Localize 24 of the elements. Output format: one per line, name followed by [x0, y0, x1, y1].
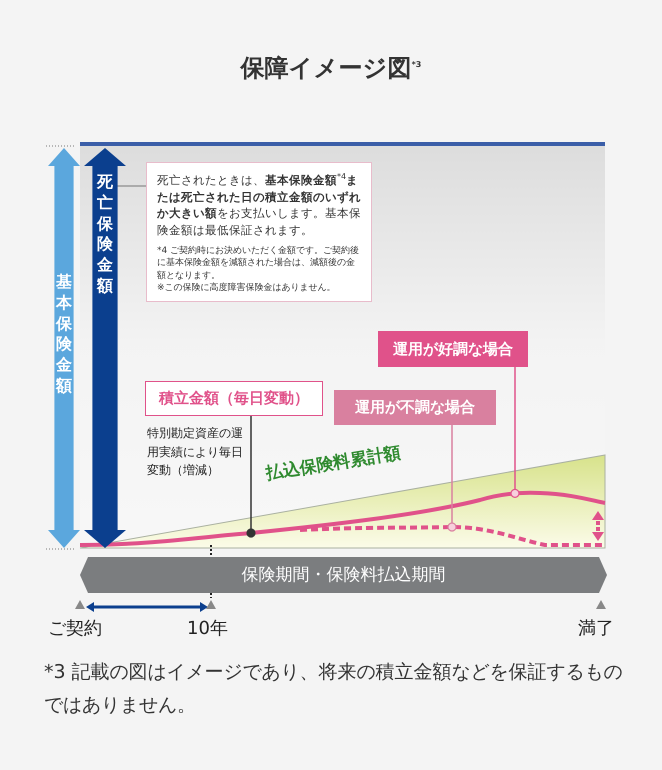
- area-label: 払込保険料累計額: [264, 442, 402, 485]
- leader-line: [447, 425, 457, 532]
- vertical-label: 基本保険金額: [56, 272, 72, 397]
- case-label-box: 運用が不調な場合: [334, 390, 496, 425]
- case-label-box: 運用が好調な場合: [378, 331, 528, 367]
- leader-line: [510, 367, 520, 498]
- leader-line: [246, 416, 256, 538]
- vertical-label: 死亡保険金額: [96, 172, 114, 297]
- title: 保障イメージ図$^{*3}$: [238, 53, 422, 84]
- footnote-text: *4 ご契約時にお決めいただく金額です。ご契約後に基本保険金額を減額された場合は、減額後の金額となります。: [157, 244, 360, 282]
- amount-indicator: [84, 148, 126, 548]
- axis-label: ご契約: [48, 617, 102, 640]
- axis-label: 満了: [578, 617, 614, 640]
- callout-text: 死亡されたときは、基本保険金額$^{*4}$または死亡された日の積立金額のいずれか大きい額をお支払いします。基本保険金額は最低保証されます。: [157, 171, 362, 239]
- amount-indicator: [48, 148, 80, 548]
- axis-label: 10年: [187, 617, 228, 640]
- period-band: [80, 557, 607, 593]
- value-curve: [80, 490, 606, 547]
- description-text: 特別勘定資産の運用実績により毎日変動（増減）: [147, 425, 244, 480]
- footnote-text: ※この保険に高度障害保険金はありません。: [157, 282, 337, 295]
- callout-box: [146, 162, 372, 302]
- caption: *3 記載の図はイメージであり、将来の積立金額などを保証するものではありません。: [44, 660, 624, 718]
- value-label-box: 積立金額（毎日変動）: [145, 381, 323, 416]
- band-label: 保険期間・保険料払込期間: [240, 564, 446, 586]
